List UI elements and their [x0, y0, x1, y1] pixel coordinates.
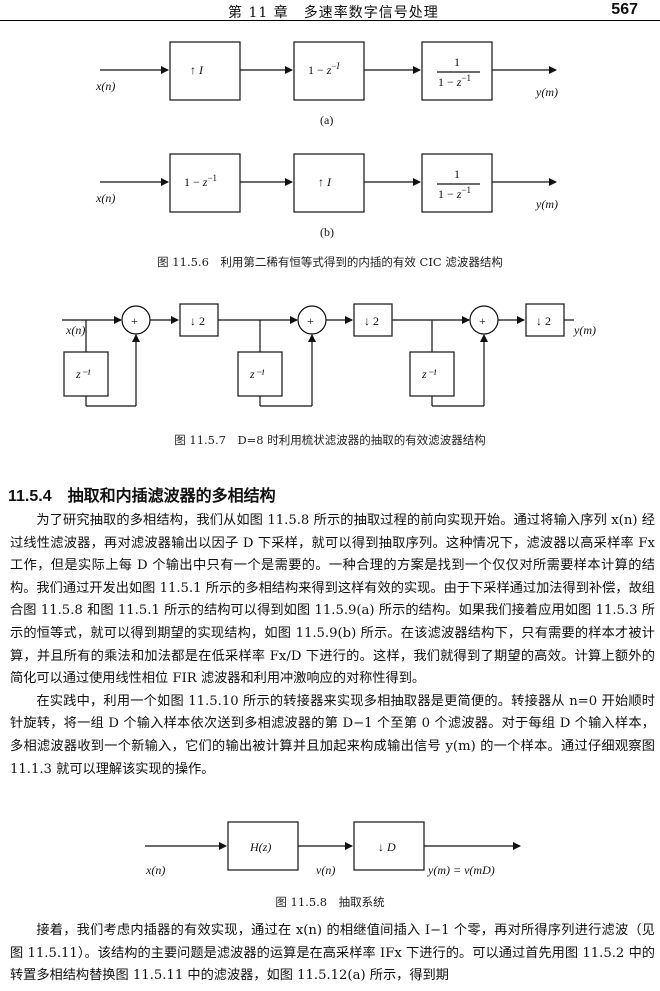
fig-1157-output-label: y(m) [573, 323, 596, 337]
fig-1157-downsampler-3: ↓ 2 [536, 314, 551, 328]
fig-1158-filter: H(z) [249, 840, 271, 854]
paragraph-3: 接着，我们考虑内插器的有效实现，通过在 x(n) 的相继值间插入 I−1 个零，… [10, 923, 655, 984]
fig-a-input-label: x(n) [95, 79, 115, 93]
fig-1157-downsampler-2: ↓ 2 [364, 314, 379, 328]
fig-1158-mid-label: v(n) [316, 863, 335, 877]
paragraph-1: 为了研究抽取的多相结构，我们从如图 11.5.8 所示的抽取过程的前向实现开始。… [10, 513, 655, 687]
fig-a-comb: 1 − z−I [308, 61, 341, 77]
fig-b-label: (b) [320, 225, 334, 239]
fig-1158-downsampler: ↓ D [378, 840, 396, 854]
figure-11-5-6b: x(n) y(m) 1 − z−1 ↑ I 1 1 − z−1 (b) [95, 153, 558, 239]
figure-11-5-6a: x(n) y(m) ↑ I 1 − z−I 1 1 − z−1 (a) [95, 41, 558, 127]
chapter-title: 第 11 章 多速率数字信号处理 [228, 5, 439, 21]
figure-11-5-8-caption: 图 11.5.8 抽取系统 [275, 895, 385, 909]
header-rule [0, 20, 660, 21]
fig-b-output-label: y(m) [535, 197, 558, 211]
paragraph-2: 在实践中，利用一个如图 11.5.10 所示的转接器来实现多相抽取器是更简便的。… [10, 693, 655, 777]
fig-1157-delay-3: z⁻¹ [421, 367, 437, 381]
fig-1157-adder-1: + [131, 314, 138, 328]
figure-11-5-6-caption: 图 11.5.6 利用第二稀有恒等式得到的内插的有效 CIC 滤波器结构 [157, 255, 503, 269]
fig-1158-output-label: y(m) = v(mD) [427, 863, 495, 877]
fig-b-integrator-num: 1 [454, 167, 460, 181]
figure-11-5-7: x(n) y(m) + + + ↓ 2 ↓ 2 ↓ 2 z⁻¹ z⁻¹ z⁻¹ [62, 303, 596, 407]
page-number: 567 [611, 1, 638, 18]
fig-1157-adder-3: + [479, 314, 486, 328]
fig-a-output-label: y(m) [535, 85, 558, 99]
fig-b-integrator-den: 1 − z−1 [438, 185, 471, 201]
fig-1157-downsampler-1: ↓ 2 [190, 314, 205, 328]
fig-a-label: (a) [320, 113, 333, 127]
fig-1157-delay-1: z⁻¹ [75, 367, 91, 381]
section-heading: 11.5.4 抽取和内插滤波器的多相结构 [8, 488, 276, 505]
fig-a-integrator-den: 1 − z−1 [438, 73, 471, 89]
figure-11-5-7-caption: 图 11.5.7 D=8 时利用梳状滤波器的抽取的有效滤波器结构 [174, 433, 486, 447]
fig-1158-input-label: x(n) [145, 863, 165, 877]
fig-1157-delay-2: z⁻¹ [249, 367, 265, 381]
fig-b-upsampler: ↑ I [318, 175, 332, 189]
body-text-2: 接着，我们考虑内插器的有效实现，通过在 x(n) 的相继值间插入 I−1 个零，… [10, 920, 655, 988]
figure-11-5-8: x(n) H(z) v(n) ↓ D y(m) = v(mD) [145, 821, 521, 877]
fig-b-input-label: x(n) [95, 191, 115, 205]
fig-1157-adder-2: + [307, 314, 314, 328]
fig-a-upsampler: ↑ I [190, 63, 204, 77]
fig-b-comb: 1 − z−1 [184, 173, 217, 189]
fig-a-integrator-num: 1 [454, 55, 460, 69]
running-header: 第 11 章 多速率数字信号处理 567 [0, 0, 660, 22]
body-text-1: 为了研究抽取的多相结构，我们从如图 11.5.8 所示的抽取过程的前向实现开始。… [10, 510, 655, 781]
fig-1157-input-label: x(n) [65, 323, 85, 337]
